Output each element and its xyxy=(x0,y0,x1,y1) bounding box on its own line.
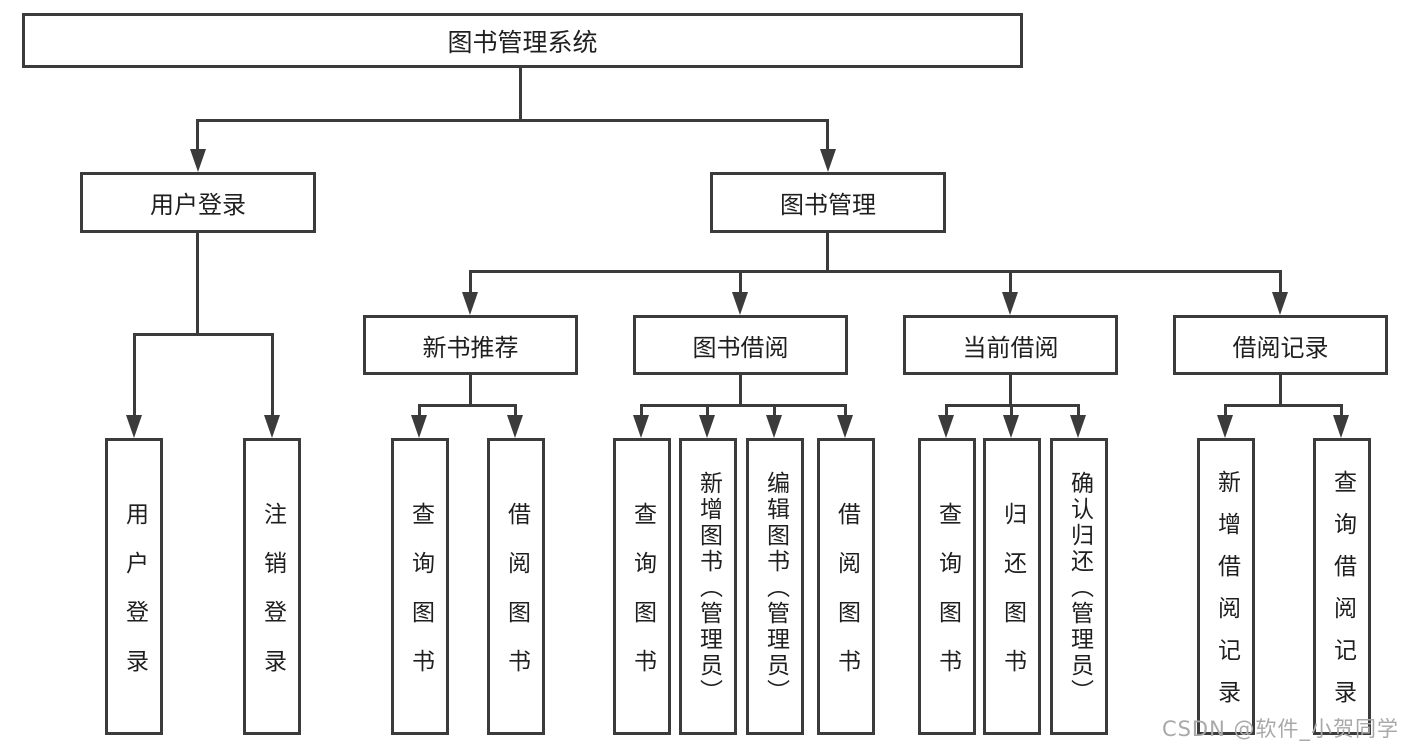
connector-line xyxy=(1224,404,1227,418)
arrow-down-icon xyxy=(1217,415,1233,438)
node-book-borrow: 图书借阅 xyxy=(633,315,848,375)
node-library-management-system: 图书管理系统 xyxy=(22,13,1023,68)
arrow-down-icon xyxy=(411,415,427,438)
arrow-down-icon xyxy=(190,149,206,172)
node-new-book-recommend: 新书推荐 xyxy=(363,315,578,375)
leaf-edit-book-admin: 编辑图书（管理员） xyxy=(746,438,804,735)
connector-line xyxy=(773,404,776,418)
arrow-down-icon xyxy=(699,415,715,438)
arrow-down-icon xyxy=(732,292,748,315)
leaf-add-borrow-record: 新增借阅记录 xyxy=(1197,438,1255,735)
leaf-label: 确认归还（管理员） xyxy=(1066,471,1093,705)
arrow-down-icon xyxy=(633,415,649,438)
connector-line xyxy=(739,270,742,295)
leaf-label: 查询图书 xyxy=(629,501,656,698)
connector-line xyxy=(133,333,136,418)
csdn-watermark: CSDN @软件_小贺同学 xyxy=(1161,717,1399,741)
connector-line xyxy=(640,404,847,407)
arrow-down-icon xyxy=(1002,292,1018,315)
arrow-down-icon xyxy=(1333,415,1349,438)
connector-line xyxy=(1279,375,1282,407)
leaf-query-book: 查询图书 xyxy=(391,438,449,735)
leaf-label: 查询借阅记录 xyxy=(1329,470,1356,722)
arrow-down-icon xyxy=(1003,415,1019,438)
node-current-borrow: 当前借阅 xyxy=(903,315,1118,375)
connector-line xyxy=(469,270,472,295)
leaf-query-book: 查询图书 xyxy=(613,438,671,735)
connector-line xyxy=(418,404,517,407)
leaf-label: 归还图书 xyxy=(999,501,1026,698)
leaf-label: 用户登录 xyxy=(121,501,148,698)
connector-line xyxy=(271,333,274,418)
leaf-logout: 注销登录 xyxy=(243,438,301,735)
leaf-confirm-return-admin: 确认归还（管理员） xyxy=(1050,438,1108,735)
connector-line xyxy=(1224,404,1343,407)
arrow-down-icon xyxy=(938,415,954,438)
connector-line xyxy=(1077,404,1080,418)
node-borrow-records: 借阅记录 xyxy=(1173,315,1388,375)
connector-line xyxy=(133,333,274,336)
connector-line xyxy=(514,404,517,418)
connector-line xyxy=(739,375,742,407)
leaf-label: 查询图书 xyxy=(407,501,434,698)
arrow-down-icon xyxy=(1070,415,1086,438)
connector-line xyxy=(1009,270,1012,295)
leaf-borrow-book: 借阅图书 xyxy=(487,438,545,735)
leaf-label: 新增借阅记录 xyxy=(1213,470,1240,722)
leaf-query-book: 查询图书 xyxy=(918,438,976,735)
connector-line xyxy=(706,404,709,418)
arrow-down-icon xyxy=(462,292,478,315)
node-book-management: 图书管理 xyxy=(710,172,946,233)
leaf-label: 新增图书（管理员） xyxy=(695,471,722,705)
connector-line xyxy=(469,270,1282,273)
connector-line xyxy=(844,404,847,418)
connector-line xyxy=(640,404,643,418)
connector-line xyxy=(826,233,829,273)
arrow-down-icon xyxy=(264,415,280,438)
leaf-borrow-book: 借阅图书 xyxy=(817,438,875,735)
arrow-down-icon xyxy=(820,149,836,172)
arrow-down-icon xyxy=(837,415,853,438)
leaf-user-login: 用户登录 xyxy=(105,438,163,735)
connector-line xyxy=(196,119,199,152)
connector-line xyxy=(469,375,472,407)
leaf-label: 查询图书 xyxy=(934,501,961,698)
connector-line xyxy=(196,119,829,122)
leaf-label: 借阅图书 xyxy=(503,501,530,698)
leaf-label: 编辑图书（管理员） xyxy=(762,471,789,705)
leaf-query-borrow-record: 查询借阅记录 xyxy=(1313,438,1371,735)
connector-line xyxy=(1340,404,1343,418)
arrow-down-icon xyxy=(1272,292,1288,315)
leaf-label: 借阅图书 xyxy=(833,501,860,698)
connector-line xyxy=(945,404,948,418)
connector-line xyxy=(1279,270,1282,295)
connector-line xyxy=(196,233,199,336)
connector-line xyxy=(519,68,522,121)
node-user-login: 用户登录 xyxy=(80,172,316,233)
leaf-return-book: 归还图书 xyxy=(983,438,1041,735)
leaf-add-book-admin: 新增图书（管理员） xyxy=(679,438,737,735)
arrow-down-icon xyxy=(507,415,523,438)
arrow-down-icon xyxy=(126,415,142,438)
leaf-label: 注销登录 xyxy=(259,501,286,698)
arrow-down-icon xyxy=(766,415,782,438)
connector-line xyxy=(826,119,829,152)
connector-line xyxy=(1009,375,1012,407)
connector-line xyxy=(1010,404,1013,418)
connector-line xyxy=(418,404,421,418)
